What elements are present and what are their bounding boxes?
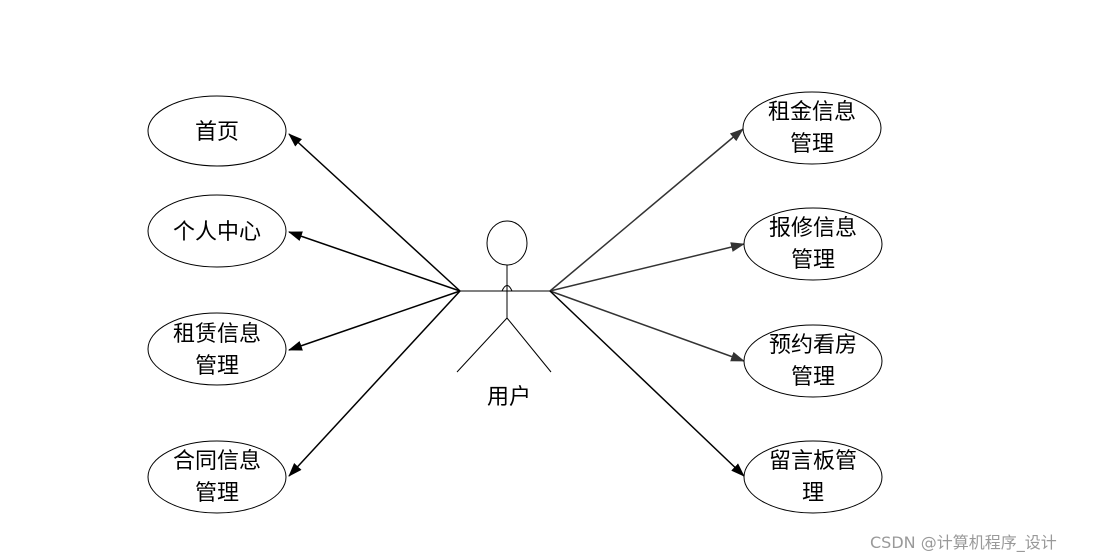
use-case-ellipse	[147, 95, 287, 167]
use-case-label-line-1: 留言板管	[769, 449, 857, 474]
use-case-ellipse	[743, 324, 883, 398]
use-case-ellipse	[742, 91, 882, 165]
use-case-label-line-1: 合同信息	[173, 449, 261, 474]
use-case-ellipse	[147, 440, 287, 514]
association-arrow-home	[288, 133, 461, 292]
actor-arm-joint	[501, 285, 513, 292]
association-arrow-repair-info	[549, 242, 745, 292]
use-case-label-line-1: 报修信息	[769, 216, 857, 241]
association-arrow-viewing	[549, 290, 745, 362]
association-arrow-contract-info	[288, 290, 461, 477]
actor-head	[486, 220, 528, 266]
use-case-label-line-2: 管理	[195, 354, 239, 379]
use-case-rental-info-management: 租赁信息 管理	[147, 312, 287, 386]
use-case-ellipse	[743, 440, 883, 514]
use-case-ellipse	[743, 207, 883, 281]
use-case-contract-info-management: 合同信息 管理	[147, 440, 287, 514]
use-case-label: 个人中心	[173, 220, 261, 245]
association-arrow-message-board	[549, 290, 745, 477]
use-case-label-line-1: 租赁信息	[173, 322, 261, 347]
use-case-home: 首页	[147, 95, 287, 167]
use-case-label-line-2: 管理	[195, 481, 239, 506]
use-case-personal-center: 个人中心	[147, 194, 287, 268]
watermark: CSDN @计算机程序_设计	[870, 533, 1057, 552]
use-case-label-line-2: 理	[802, 481, 824, 506]
association-arrow-rent-info	[549, 128, 744, 292]
association-arrow-rental-info	[288, 290, 461, 351]
use-case-label-line-1: 租金信息	[768, 100, 856, 125]
use-case-ellipse	[147, 312, 287, 386]
actor-left-leg	[456, 317, 508, 373]
use-case-viewing-appointment-management: 预约看房 管理	[743, 324, 883, 398]
use-case-label-line-1: 预约看房	[769, 333, 857, 358]
use-case-message-board-management: 留言板管 理	[743, 440, 883, 514]
association-arrow-personal-center	[288, 231, 461, 292]
use-case-repair-info-management: 报修信息 管理	[743, 207, 883, 281]
use-case-rent-info-management: 租金信息 管理	[742, 91, 882, 165]
actor-right-leg	[506, 317, 552, 373]
use-case-ellipse	[147, 194, 287, 268]
use-case-label-line-2: 管理	[791, 248, 835, 273]
use-case-label-line-2: 管理	[791, 365, 835, 390]
use-case-label: 首页	[195, 120, 239, 145]
actor-label: 用户	[487, 385, 531, 410]
actor-user: 用户	[456, 220, 552, 410]
use-case-label-line-2: 管理	[790, 132, 834, 157]
